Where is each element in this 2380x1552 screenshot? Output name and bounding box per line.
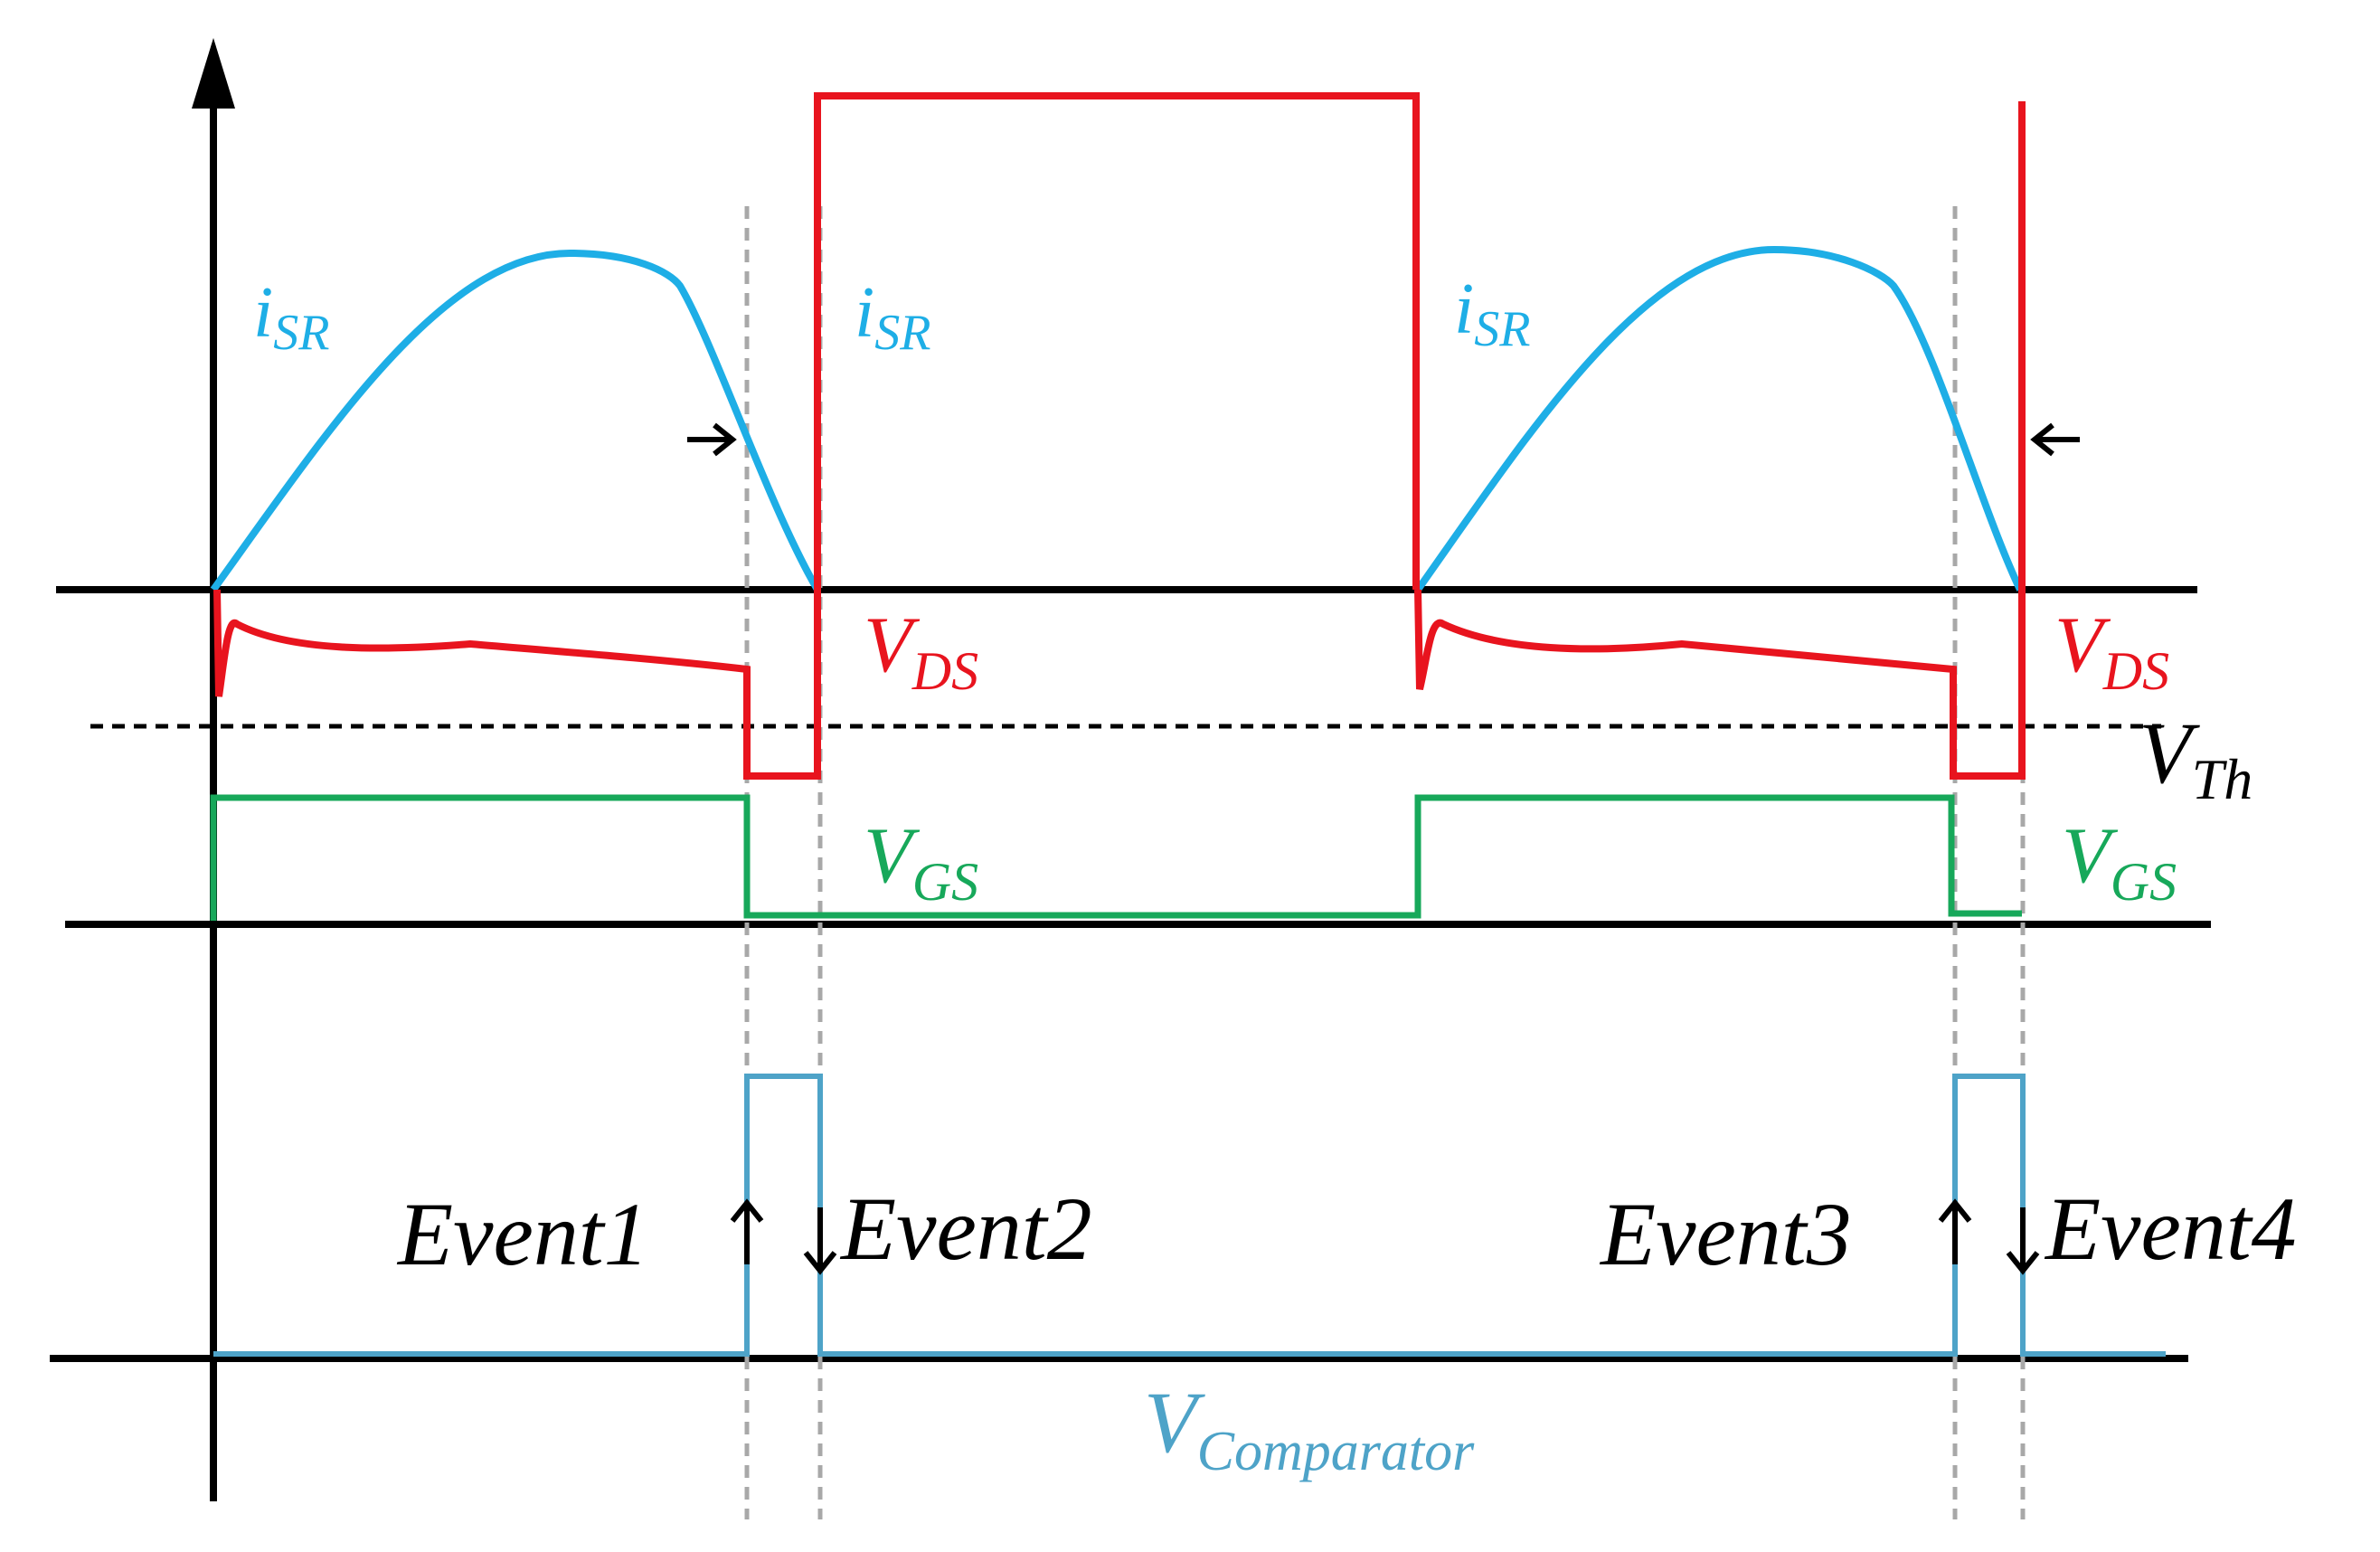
- event3-label: Event3: [1599, 1184, 1852, 1284]
- event2-label: Event2: [839, 1178, 1092, 1279]
- vth-label: VTh: [2139, 705, 2252, 811]
- vgs-label-1: VGS: [864, 812, 978, 912]
- axis-arrow-head: [192, 38, 235, 109]
- event3-up-arrow-icon: [1938, 1198, 1972, 1264]
- vds-label-2: VDS: [2054, 601, 2169, 701]
- event4-label: Event4: [2044, 1178, 2297, 1279]
- isr-label-3: iSR: [1454, 270, 1530, 357]
- vds-label-1: VDS: [864, 601, 978, 701]
- vds-waveform-2: [1414, 101, 2026, 780]
- event1-up-arrow-icon: [730, 1198, 764, 1264]
- vertical-axis: [192, 38, 235, 1501]
- isr-waveform-1: [210, 249, 821, 592]
- current-arrow-left: [687, 422, 737, 457]
- event4-down-arrow-icon: [2006, 1207, 2040, 1275]
- event1-label: Event1: [396, 1184, 649, 1284]
- vcomp-label: VComparator: [1144, 1374, 1475, 1482]
- event-arrows: [730, 1198, 2040, 1275]
- vds-waveform-1: [213, 92, 1420, 780]
- isr-label-2: iSR: [855, 273, 930, 361]
- vgs-label-2: VGS: [2062, 812, 2177, 912]
- isr-waveform-2: [1414, 245, 2024, 592]
- event2-down-arrow-icon: [803, 1207, 837, 1275]
- current-arrow-right: [2030, 422, 2080, 457]
- vgs-waveform: [210, 794, 2022, 921]
- isr-label-1: iSR: [253, 273, 329, 361]
